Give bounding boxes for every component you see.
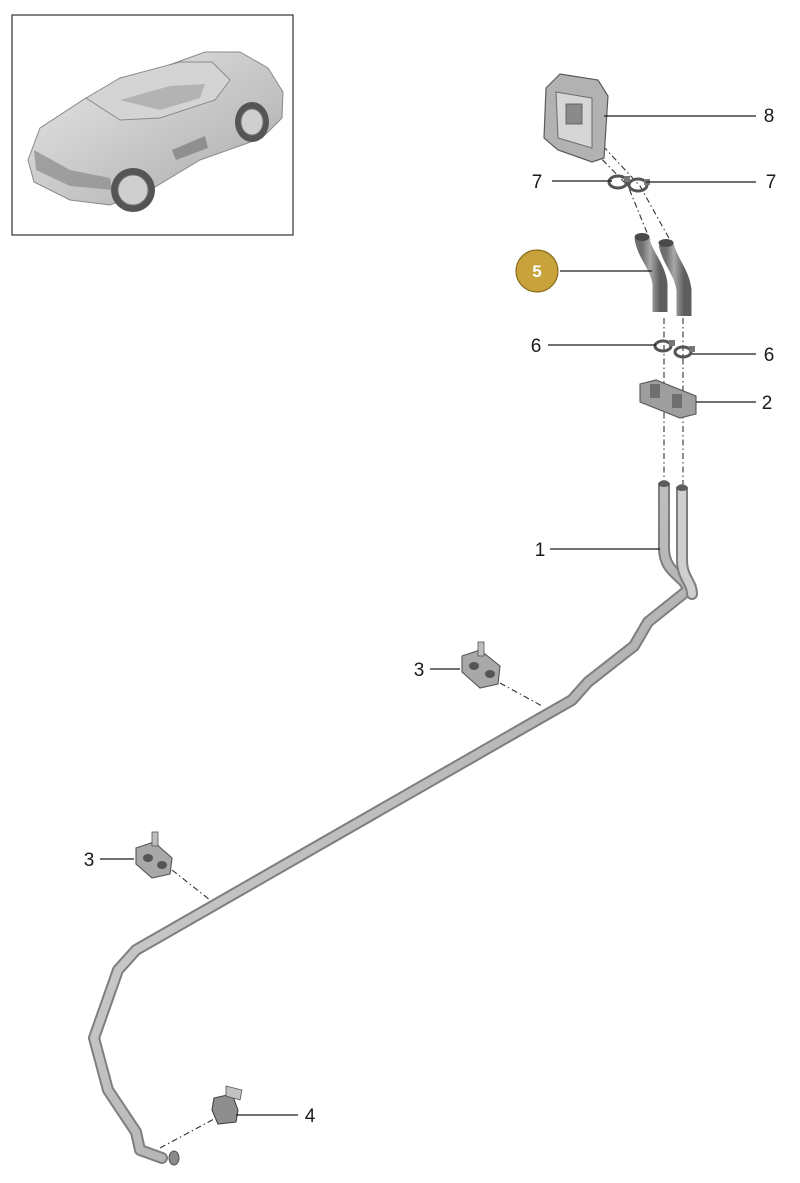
- part-2-bracket: [639, 379, 697, 419]
- callout-7-left[interactable]: 7: [532, 172, 543, 193]
- highlight-badge[interactable]: [515, 249, 559, 293]
- callout-5[interactable]: 5: [532, 262, 541, 281]
- callouts: 8 7 7 5 6 6 2 1 3 3 4: [84, 106, 777, 1127]
- part-6-clamps: [653, 339, 695, 359]
- part-7-clamps: [607, 174, 650, 193]
- part-3-holder-lower: [135, 831, 173, 879]
- part-1-pipe: [88, 480, 698, 1166]
- callout-4[interactable]: 4: [305, 1106, 316, 1127]
- assembly-lines: [159, 145, 684, 1149]
- callout-5-highlight[interactable]: 5: [515, 249, 559, 293]
- car-illustration: [27, 51, 284, 212]
- callout-6-left[interactable]: 6: [531, 336, 542, 357]
- part-5-hoses: [634, 233, 692, 316]
- part-4-clip: [211, 1085, 243, 1125]
- callout-3-lower[interactable]: 3: [84, 850, 95, 871]
- part-8-cover-plate: [543, 73, 609, 163]
- callout-2[interactable]: 2: [762, 393, 773, 414]
- leader-lines: [100, 115, 756, 1116]
- callout-1[interactable]: 1: [535, 540, 546, 561]
- callout-8[interactable]: 8: [764, 106, 775, 127]
- callout-7-right[interactable]: 7: [766, 172, 777, 193]
- vehicle-thumbnail: [11, 14, 294, 236]
- part-3-holder-upper: [461, 641, 501, 689]
- callout-3-upper[interactable]: 3: [414, 660, 425, 681]
- callout-6-right[interactable]: 6: [764, 345, 775, 366]
